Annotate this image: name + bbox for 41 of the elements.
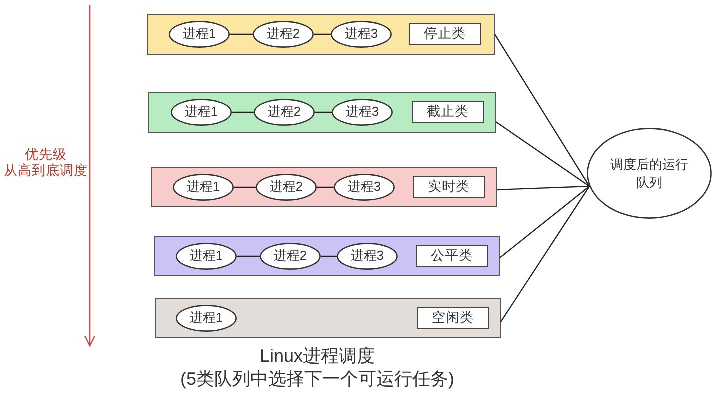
diagram-caption: (5类队列中选择下一个可运行任务) [180, 368, 456, 390]
connector-line [322, 256, 338, 258]
connector-line [496, 186, 590, 191]
process-name: 进程1 [190, 309, 224, 327]
queue-band [147, 14, 495, 55]
connector-line [316, 112, 332, 114]
connector-line [238, 256, 260, 258]
run-queue-text: 调度后的运行队列 [610, 156, 690, 192]
process-name: 进程3 [346, 103, 380, 121]
process-name: 进程1 [182, 25, 216, 43]
connector-line [318, 186, 334, 188]
queue-band [154, 236, 500, 276]
process-name: 进程3 [344, 25, 378, 43]
priority-note: 优先级 [24, 147, 68, 163]
class-label-box: 空闲类 [417, 307, 489, 329]
queue-band [148, 92, 496, 133]
process-name: 进程3 [348, 178, 382, 196]
connector-line [494, 34, 590, 187]
process-name: 进程1 [186, 178, 220, 196]
class-label-box: 停止类 [409, 23, 481, 45]
process-name: 进程3 [350, 247, 384, 265]
connector-line [500, 186, 590, 258]
connector-line [234, 186, 256, 188]
connector-line [232, 112, 254, 114]
process-name: 进程2 [270, 178, 304, 196]
priority-note: 从高到底调度 [3, 163, 89, 179]
class-label-box: 公平类 [416, 245, 488, 267]
connector-line [496, 122, 590, 187]
process-name: 进程2 [274, 247, 308, 265]
process-name: 进程2 [268, 103, 302, 121]
connector-line [314, 34, 332, 36]
class-label-box: 实时类 [413, 176, 485, 198]
process-name: 进程1 [184, 103, 218, 121]
process-name: 进程1 [190, 247, 224, 265]
queue-band [151, 167, 497, 207]
connector-line [500, 186, 590, 322]
class-label-box: 截止类 [412, 101, 484, 123]
connector-line [230, 34, 254, 36]
process-name: 进程2 [266, 25, 300, 43]
diagram-title: Linux进程调度 [258, 345, 376, 367]
queue-band [155, 298, 501, 338]
